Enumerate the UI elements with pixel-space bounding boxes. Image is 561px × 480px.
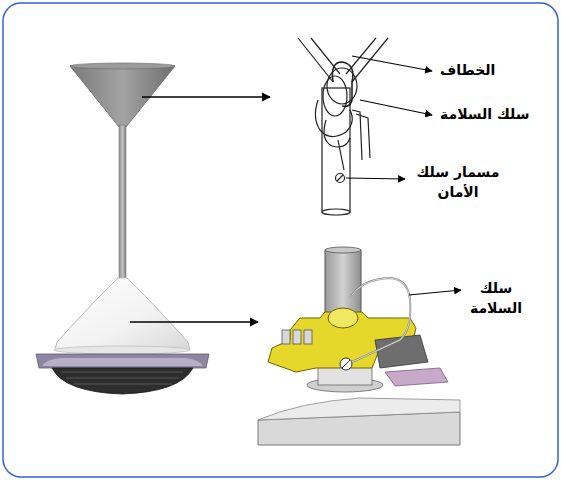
leader-line <box>409 290 461 295</box>
fan-overview <box>36 63 209 394</box>
pointer-arrow <box>130 321 258 322</box>
mount-detail <box>258 247 460 445</box>
part-label: سلك السلامة <box>465 278 527 319</box>
pointer-arrow <box>142 96 270 97</box>
part-label: الخطاف <box>440 60 495 80</box>
leader-line <box>352 56 432 71</box>
part-label: سلك السلامة <box>440 104 529 124</box>
leader-line <box>360 100 432 115</box>
part-label: مسمار سلك الأمان <box>410 162 506 203</box>
hook-detail <box>298 38 388 215</box>
leader-line <box>346 178 405 179</box>
frame <box>3 3 558 477</box>
